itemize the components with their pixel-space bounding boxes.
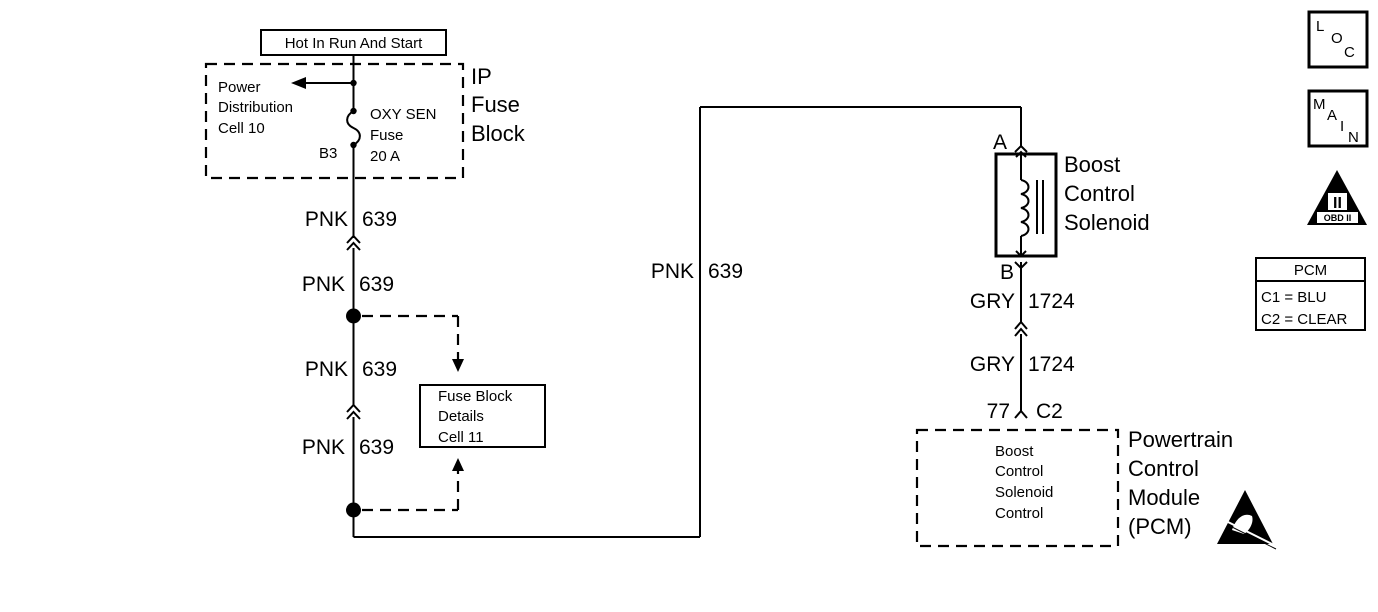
power-distribution-line-1: Power <box>218 79 261 96</box>
ip-fuse-block-title-1: IP <box>471 64 492 89</box>
gry-circuit-label-1: 1724 <box>1028 290 1075 313</box>
fuse-label-line-2: Fuse <box>370 127 403 144</box>
pcm-module: Boost Control Solenoid Control Powertrai… <box>915 427 1233 548</box>
svg-text:N: N <box>1348 129 1359 146</box>
ip-fuse-block-title-3: Block <box>471 121 526 146</box>
main-icon[interactable]: M A I N <box>1307 89 1369 148</box>
legend-row-1: C1 = BLU <box>1261 289 1326 306</box>
power-distribution-arrow <box>291 77 306 89</box>
fuse-label-line-3: 20 A <box>370 148 400 165</box>
wire-color-label-5: PNK <box>651 260 694 283</box>
wire-circuit-label-2: 639 <box>359 273 394 296</box>
pcm-title-3: Module <box>1128 485 1200 510</box>
solenoid-coil <box>1020 179 1030 237</box>
wire-circuit-label-3: 639 <box>362 358 397 381</box>
fuse-details-line-3: Cell 11 <box>438 429 484 446</box>
wire-circuit-label-4: 639 <box>359 436 394 459</box>
svg-text:O: O <box>1331 30 1343 47</box>
wire-color-label-1: PNK <box>305 208 348 231</box>
pcm-pin-number: 77 <box>987 400 1010 423</box>
fuse-details-references <box>362 314 464 512</box>
pcm-inner-line-1: Boost <box>995 443 1034 460</box>
splice-lower <box>346 502 361 518</box>
wire-color-label-2: PNK <box>302 273 345 296</box>
fuse-symbol <box>346 110 361 146</box>
svg-text:A: A <box>1327 107 1337 124</box>
solenoid-title-3: Solenoid <box>1064 210 1150 235</box>
boost-control-solenoid: A Boost Control Solenoid B <box>993 131 1150 284</box>
gry-color-label-1: GRY <box>970 290 1015 313</box>
reference-arrow-down <box>452 359 464 372</box>
solenoid-title-1: Boost <box>1064 152 1120 177</box>
pcm-pin-connector <box>1014 409 1028 419</box>
svg-text:I: I <box>1340 118 1344 135</box>
wire-circuit-label-5: 639 <box>708 260 743 283</box>
pcm-title-2: Control <box>1128 456 1199 481</box>
gry-color-label-2: GRY <box>970 353 1015 376</box>
svg-text:L: L <box>1316 18 1324 35</box>
gry-inline-connector <box>1014 320 1028 330</box>
pcm-connector-legend: PCM C1 = BLU C2 = CLEAR <box>1255 257 1366 331</box>
pcm-inner-line-3: Solenoid <box>995 484 1053 501</box>
power-distribution-line-2: Distribution <box>218 99 293 116</box>
esd-warning-icon <box>1217 490 1277 550</box>
ip-fuse-block: IP Fuse Block Power Distribution Cell 10… <box>204 55 526 180</box>
pcm-title-4: (PCM) <box>1128 514 1192 539</box>
svg-text:M: M <box>1313 96 1326 113</box>
inline-connector-upper <box>346 234 361 244</box>
obd-ii-icon[interactable]: II OBD II <box>1307 170 1367 225</box>
solenoid-title-2: Control <box>1064 181 1135 206</box>
loc-icon[interactable]: L O C <box>1307 10 1369 69</box>
solenoid-pin-a-connector <box>1014 144 1028 153</box>
legend-row-2: C2 = CLEAR <box>1261 311 1347 328</box>
svg-text:C: C <box>1344 44 1355 61</box>
reference-arrow-up <box>452 458 464 471</box>
hot-in-run-start-text: Hot In Run And Start <box>285 35 423 52</box>
inline-connector-lower <box>346 403 361 413</box>
fuse-details-line-1: Fuse Block <box>438 388 513 405</box>
svg-text:II: II <box>1333 195 1342 212</box>
wire-color-label-4: PNK <box>302 436 345 459</box>
gry-circuit-label-2: 1724 <box>1028 353 1075 376</box>
pcm-inner-line-2: Control <box>995 463 1043 480</box>
hot-in-run-start-label: Hot In Run And Start <box>260 29 447 56</box>
splice-upper <box>346 308 361 324</box>
pcm-title-1: Powertrain <box>1128 427 1233 452</box>
gry-wire: GRY 1724 GRY 1724 77 C2 <box>970 262 1075 423</box>
pcm-inner-line-4: Control <box>995 505 1043 522</box>
wire-circuit-label-1: 639 <box>362 208 397 231</box>
pcm-connector-label: C2 <box>1036 400 1063 423</box>
wire-color-label-3: PNK <box>305 358 348 381</box>
svg-text:OBD II: OBD II <box>1324 213 1352 223</box>
solenoid-pin-a: A <box>993 131 1007 154</box>
ip-fuse-block-title-2: Fuse <box>471 92 520 117</box>
left-pnk-wire: PNK 639 PNK 639 PNK 639 PNK 639 PNK 639 <box>302 106 1022 538</box>
solenoid-pin-b: B <box>1000 261 1014 284</box>
fuse-block-details-box: Fuse Block Details Cell 11 <box>419 384 546 448</box>
fuse-details-line-2: Details <box>438 408 484 425</box>
power-distribution-line-3: Cell 10 <box>218 120 265 137</box>
fuse-label-line-1: OXY SEN <box>370 106 436 123</box>
fuse-terminal-label: B3 <box>319 145 337 162</box>
legend-title: PCM <box>1294 262 1327 279</box>
